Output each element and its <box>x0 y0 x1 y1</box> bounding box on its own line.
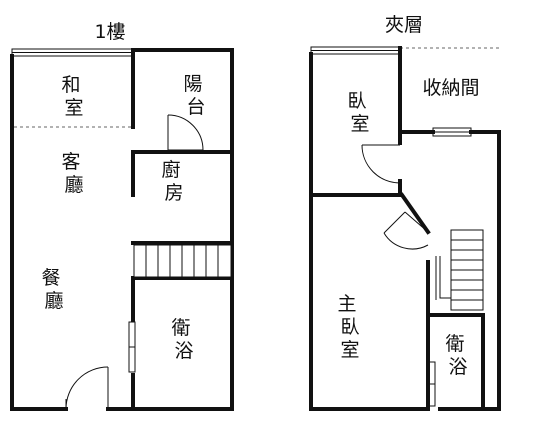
room-label-bedroom-wrap: 臥 室 <box>347 90 372 135</box>
room-label-storage: 收納間 <box>422 77 479 99</box>
room-label-balcony: 陽 <box>183 73 202 95</box>
floor-1-balcony-door[interactable] <box>167 114 204 151</box>
floor-mezzanine: 夾層 <box>309 14 501 411</box>
mezzanine-top-window <box>310 46 401 55</box>
room-label-bath-2-char: 浴 <box>448 356 467 378</box>
room-label-bath-1-char: 浴 <box>174 340 193 362</box>
room-label-storage-wrap: 收納間 <box>422 77 479 99</box>
room-label-bedroom-char: 室 <box>350 113 369 135</box>
master-bedroom-door[interactable] <box>383 211 429 250</box>
floor-1-bath-door[interactable] <box>128 321 136 373</box>
room-label-balcony-char: 台 <box>186 96 205 118</box>
floor-1-title: 1樓 <box>94 21 125 43</box>
room-label-bedroom: 臥 <box>347 90 366 112</box>
room-label-balcony-wrap: 陽 台 <box>183 73 208 118</box>
room-label-bath-2: 衛 <box>445 333 464 355</box>
room-label-washitsu: 和 <box>61 74 80 96</box>
floor-1-outer-walls <box>10 48 234 411</box>
mezzanine-outer-walls <box>309 52 501 411</box>
room-label-kitchen: 廚 <box>161 158 180 181</box>
room-label-master: 主 <box>337 293 356 315</box>
room-label-kitchen-char: 房 <box>164 182 183 204</box>
room-label-bath-2-wrap: 衛 浴 <box>445 333 470 378</box>
floor-1-stairs <box>133 244 232 278</box>
floor-1-top-window <box>11 48 134 57</box>
mezzanine-interior-walls <box>309 46 501 411</box>
floor-1-entrance-door[interactable] <box>65 366 109 410</box>
floor-1-interior-walls <box>131 54 234 411</box>
floor-1: 1樓 <box>10 21 234 411</box>
room-label-dining-wrap: 餐 廳 <box>41 267 66 312</box>
mezzanine-bath-door[interactable] <box>428 361 436 407</box>
mezzanine-bedroom-door[interactable] <box>361 144 401 184</box>
room-label-bath-1: 衛 <box>171 317 190 339</box>
room-label-master-wrap: 主 臥室 <box>337 293 362 361</box>
mezzanine-stairs <box>435 229 484 311</box>
room-label-washitsu-char: 室 <box>64 97 83 119</box>
room-label-dining-char: 廳 <box>44 290 63 312</box>
room-label-master-char: 室 <box>340 339 359 361</box>
room-label-living: 客 <box>61 151 80 173</box>
room-label-master-char: 臥 <box>340 316 359 338</box>
room-label-living-char: 廳 <box>64 174 83 196</box>
room-label-living-wrap: 客 廳 <box>61 151 86 196</box>
room-label-dining: 餐 <box>41 267 60 289</box>
storage-window <box>432 127 472 137</box>
room-label-kitchen-wrap: 廚 房 <box>161 158 186 204</box>
room-label-washitsu-1: 和 室 <box>61 74 86 119</box>
floor-mezzanine-title: 夾層 <box>385 14 423 36</box>
room-label-bath-1-wrap: 衛 浴 <box>171 317 196 362</box>
